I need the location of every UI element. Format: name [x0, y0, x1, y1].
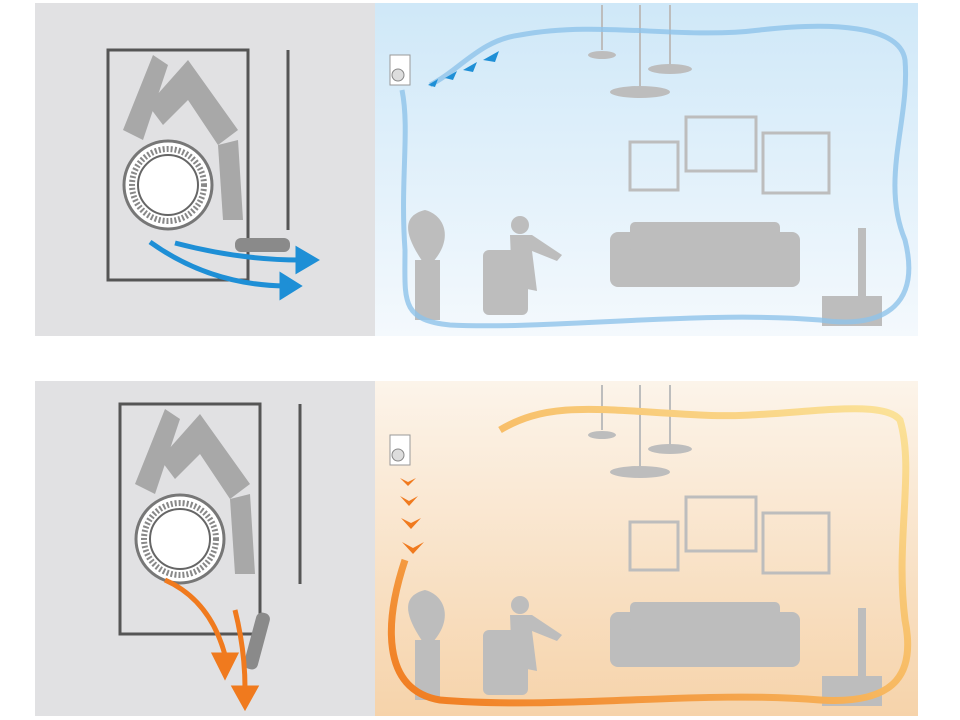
cooling-outlet-chevrons	[428, 51, 499, 87]
cooling-panel	[35, 3, 918, 336]
heating-outlet-chevrons	[400, 478, 424, 554]
cooling-airflow-arrows	[148, 239, 320, 301]
cooling-airflow-loop	[399, 23, 912, 329]
cooling-louver	[235, 238, 290, 252]
heating-airflow-arrows	[163, 577, 260, 712]
heating-airflow-loop	[387, 405, 912, 707]
heating-panel	[35, 381, 918, 716]
heating-louver	[244, 612, 270, 670]
